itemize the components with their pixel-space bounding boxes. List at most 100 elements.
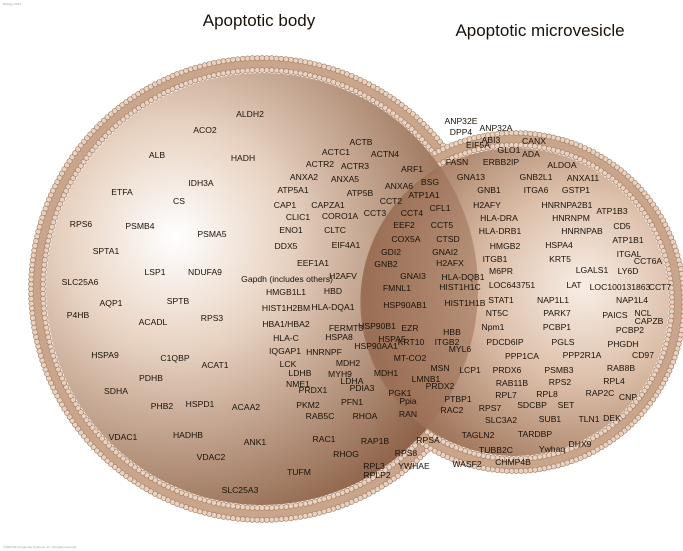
apoptotic-body-protein-label: VDAC1 xyxy=(109,432,138,442)
membrane-bead xyxy=(43,324,50,331)
membrane-bead xyxy=(87,131,94,138)
shared-protein-label: ANXA6 xyxy=(385,181,413,191)
membrane-bead xyxy=(302,59,309,65)
membrane-bead xyxy=(374,472,380,479)
membrane-bead xyxy=(131,107,138,114)
membrane-bead xyxy=(397,116,404,123)
membrane-bead xyxy=(630,402,636,409)
membrane-bead xyxy=(667,275,674,282)
membrane-bead xyxy=(273,55,280,62)
apoptotic-microvesicle-protein-label: HSPA4 xyxy=(545,240,573,250)
apoptotic-body-protein-label: RPS3 xyxy=(201,313,224,323)
shared-protein-label: CLTC xyxy=(324,225,346,235)
membrane-bead xyxy=(278,68,285,74)
shared-protein-label: ACTR2 xyxy=(306,159,334,169)
membrane-bead xyxy=(415,437,422,444)
apoptotic-microvesicle-protein-label: ATP1B3 xyxy=(596,206,628,216)
membrane-bead xyxy=(408,126,415,133)
membrane-bead xyxy=(635,183,642,190)
membrane-bead xyxy=(206,61,213,67)
apoptotic-microvesicle-protein-label: ABI3 xyxy=(482,135,501,145)
membrane-bead xyxy=(127,475,134,482)
membrane-bead xyxy=(405,122,411,129)
membrane-bead xyxy=(33,334,39,340)
membrane-bead xyxy=(283,503,290,510)
membrane-bead xyxy=(297,501,304,508)
apoptotic-microvesicle-protein-label: CHMP4B xyxy=(495,457,531,467)
apoptotic-body-protein-label: IDH3A xyxy=(188,178,214,188)
membrane-bead xyxy=(412,129,418,136)
membrane-bead xyxy=(405,449,411,456)
membrane-bead xyxy=(225,502,232,509)
membrane-bead xyxy=(75,405,82,411)
membrane-bead xyxy=(28,300,35,307)
shared-protein-label: RPL3 xyxy=(363,461,385,471)
membrane-bead xyxy=(115,467,122,473)
membrane-bead xyxy=(297,513,304,520)
membrane-bead xyxy=(601,170,608,177)
membrane-bead xyxy=(42,319,49,326)
membrane-bead xyxy=(70,175,77,181)
membrane-bead xyxy=(28,281,34,288)
membrane-bead xyxy=(81,138,87,145)
apoptotic-body-protein-label: ALB xyxy=(149,150,166,160)
membrane-bead xyxy=(437,138,443,145)
membrane-bead xyxy=(43,247,50,254)
membrane-bead xyxy=(415,132,422,139)
membrane-bead xyxy=(119,470,126,476)
membrane-bead xyxy=(28,295,35,302)
apoptotic-microvesicle-protein-label: LY6D xyxy=(618,266,639,276)
shared-protein-label: ENO1 xyxy=(279,225,303,235)
membrane-bead xyxy=(234,503,241,510)
membrane-bead xyxy=(95,139,102,146)
apoptotic-microvesicle-protein-label: TARDBP xyxy=(518,429,552,439)
membrane-bead xyxy=(625,424,631,431)
membrane-bead xyxy=(72,421,78,428)
membrane-bead xyxy=(38,352,44,359)
membrane-bead xyxy=(89,424,96,431)
shared-protein-label: RPSA xyxy=(416,435,440,445)
membrane-bead xyxy=(417,117,423,124)
shared-protein-label: ACTC1 xyxy=(322,147,350,157)
membrane-bead xyxy=(420,121,427,127)
shared-protein-label: CAP1 xyxy=(274,200,297,210)
membrane-bead xyxy=(644,383,650,390)
apoptotic-microvesicle-protein-label: WASF2 xyxy=(452,459,482,469)
shared-protein-label: HMGB1L1 xyxy=(266,287,306,297)
membrane-bead xyxy=(283,68,290,75)
apoptotic-microvesicle-protein-label: LGALS1 xyxy=(576,265,609,275)
membrane-bead xyxy=(427,127,434,134)
apoptotic-body-protein-label: TUFM xyxy=(287,467,311,477)
membrane-bead xyxy=(598,430,604,437)
shared-protein-label: ITGB2 xyxy=(435,337,460,347)
shared-protein-label: RAP1B xyxy=(361,436,389,446)
apoptotic-microvesicle-protein-label: GNB1 xyxy=(477,185,501,195)
membrane-bead xyxy=(29,257,36,263)
overlap-region xyxy=(361,148,478,456)
membrane-bead xyxy=(42,315,48,321)
membrane-bead xyxy=(220,70,227,77)
membrane-bead xyxy=(378,88,385,95)
shared-protein-label: RPLP2 xyxy=(363,470,390,480)
membrane-bead xyxy=(401,119,408,126)
membrane-bead xyxy=(139,88,146,95)
apoptotic-microvesicle-protein-label: RPL8 xyxy=(536,389,558,399)
membrane-bead xyxy=(268,516,275,523)
membrane-bead xyxy=(211,512,217,518)
shared-protein-label: H2AFX xyxy=(436,258,464,268)
apoptotic-microvesicle-protein-label: RPS7 xyxy=(479,403,502,413)
membrane-bead xyxy=(61,405,68,412)
membrane-bead xyxy=(307,499,313,506)
membrane-bead xyxy=(602,441,609,448)
membrane-bead xyxy=(390,461,396,468)
membrane-bead xyxy=(30,252,37,259)
membrane-bead xyxy=(28,271,35,278)
membrane-bead xyxy=(66,413,73,420)
membrane-bead xyxy=(41,305,47,312)
shared-protein-label: HIST1H2BM xyxy=(262,303,310,313)
membrane-bead xyxy=(249,516,256,523)
apoptotic-body-circle xyxy=(46,73,478,505)
shared-protein-label: PGK1 xyxy=(389,388,412,398)
